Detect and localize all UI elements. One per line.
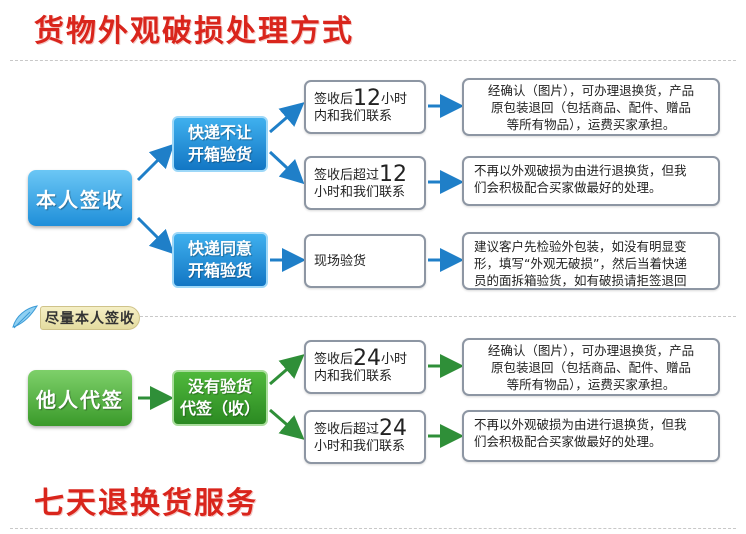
condition-onsite-check: 现场验货: [304, 234, 426, 288]
c5-line2: 小时和我们联系: [314, 438, 416, 455]
arrow-sign-to-c5: [270, 410, 300, 436]
c1-post: 小时: [381, 92, 407, 107]
result-onsite-advice: 建议客户先检验外包装，如没有明显变 形，填写“外观无破损”，然后当着快递 员的面…: [462, 232, 720, 290]
c1-pre: 签收后: [314, 92, 353, 107]
r1-line2: 原包装退回（包括商品、配件、赠品: [491, 99, 691, 116]
node-self-sign: 本人签收: [28, 170, 132, 226]
condition-within-24h: 签收后24小时 内和我们联系: [304, 340, 426, 394]
result-no-return-12h: 不再以外观破损为由进行退换货，但我 们会积极配合买家做最好的处理。: [462, 156, 720, 206]
result-no-return-24h: 不再以外观破损为由进行退换货，但我 们会积极配合买家做最好的处理。: [462, 410, 720, 462]
node-no-open-line1: 快递不让: [188, 122, 252, 144]
c5-pre: 签收后超过: [314, 422, 379, 437]
node-proxy-line2: 代签（收）: [180, 398, 260, 420]
r3-line2: 形，填写“外观无破损”，然后当着快递: [474, 255, 687, 272]
node-proxy-line1: 没有验货: [188, 376, 252, 398]
r5-line1: 不再以外观破损为由进行退换货，但我: [474, 416, 687, 433]
node-no-open-line2: 开箱验货: [188, 144, 252, 166]
arrow-sign-to-c4: [270, 358, 300, 384]
feather-icon: [10, 302, 40, 332]
r3-line1: 建议客户先检验外包装，如没有明显变: [474, 238, 687, 255]
r1-line3: 等所有物品），运费买家承担。: [507, 116, 676, 133]
c2-pre: 签收后超过: [314, 168, 379, 183]
sign-tip-badge: 尽量本人签收: [40, 306, 140, 330]
r1-line1: 经确认（图片），可办理退换货，产品: [488, 82, 694, 99]
r5-line2: 们会积极配合买家做最好的处理。: [474, 433, 662, 450]
arrow-self-to-open: [138, 218, 170, 250]
arrow-noopen-to-c1: [270, 106, 300, 132]
node-open-line1: 快递同意: [188, 238, 252, 260]
arrow-noopen-to-c2: [270, 152, 300, 180]
r4-line2: 原包装退回（包括商品、配件、赠品: [491, 359, 691, 376]
condition-over-12h: 签收后超过12 小时和我们联系: [304, 156, 426, 210]
r3-line3: 员的面拆箱验货，如有破损请拒签退回: [474, 272, 687, 289]
c4-pre: 签收后: [314, 352, 353, 367]
result-return-allowed-24h: 经确认（图片），可办理退换货，产品 原包装退回（包括商品、配件、赠品 等所有物品…: [462, 338, 720, 396]
c4-post: 小时: [381, 352, 407, 367]
c2-line2: 小时和我们联系: [314, 184, 416, 201]
r2-line2: 们会积极配合买家做最好的处理。: [474, 179, 662, 196]
c4-line2: 内和我们联系: [314, 368, 416, 385]
r4-line3: 等所有物品），运费买家承担。: [507, 376, 676, 393]
node-open-check: 快递同意 开箱验货: [172, 232, 268, 288]
node-no-open-check: 快递不让 开箱验货: [172, 116, 268, 172]
c1-line2: 内和我们联系: [314, 108, 416, 125]
condition-within-12h: 签收后12小时 内和我们联系: [304, 80, 426, 134]
c3-text: 现场验货: [314, 253, 416, 270]
result-return-allowed-12h: 经确认（图片），可办理退换货，产品 原包装退回（包括商品、配件、赠品 等所有物品…: [462, 78, 720, 136]
node-proxy-sign: 他人代签: [28, 370, 132, 426]
node-open-line2: 开箱验货: [188, 260, 252, 282]
condition-over-24h: 签收后超过24 小时和我们联系: [304, 410, 426, 464]
arrow-self-to-noopen: [138, 148, 170, 180]
r2-line1: 不再以外观破损为由进行退换货，但我: [474, 162, 687, 179]
r4-line1: 经确认（图片），可办理退换货，产品: [488, 342, 694, 359]
node-proxy-no-check: 没有验货 代签（收）: [172, 370, 268, 426]
